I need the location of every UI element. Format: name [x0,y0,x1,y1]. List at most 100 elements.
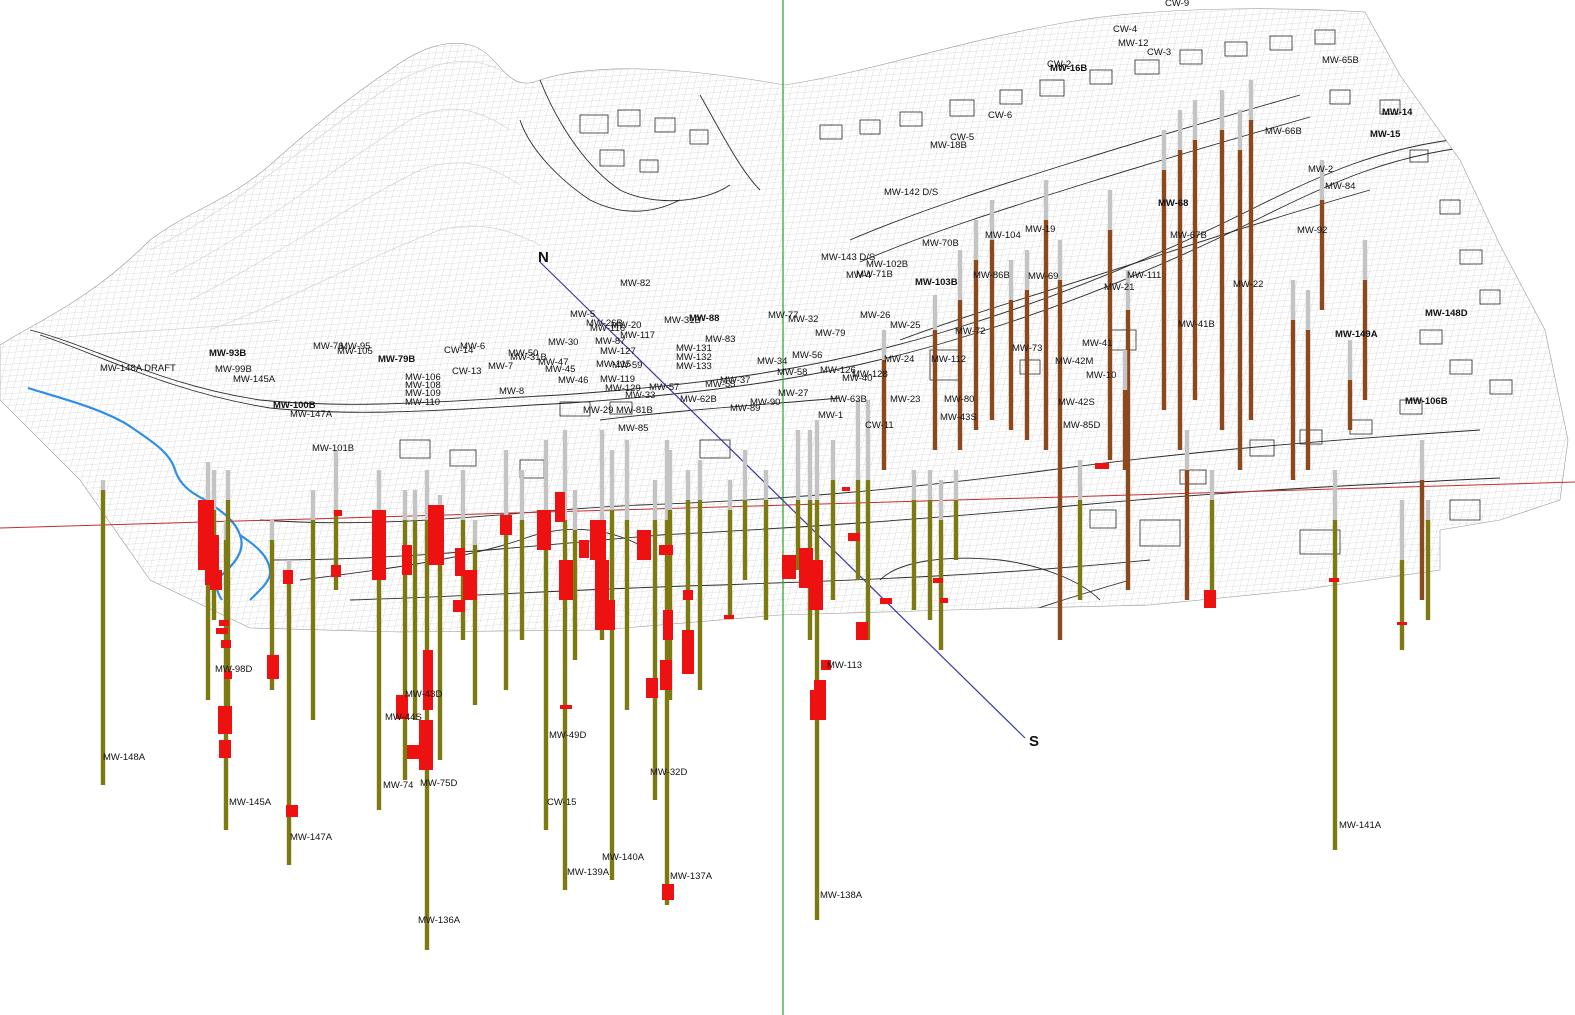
borehole-screen [865,480,871,640]
borehole-screen [989,240,995,420]
borehole [1332,470,1338,850]
borehole [543,440,549,830]
building-footprints [399,29,1513,555]
well-label: MW-82 [620,278,650,289]
well-label: MW-47 [538,357,568,368]
borehole-screen [609,510,615,880]
borehole-screen [957,300,963,450]
sample-interval [940,598,948,603]
borehole-casing [1107,190,1113,230]
well-label: MW-25 [890,320,920,331]
borehole [376,470,382,810]
sample-interval [1204,590,1216,608]
borehole-screen [1077,500,1083,600]
borehole-casing [1024,250,1030,290]
borehole-screen [795,500,801,570]
well-label: MW-98D [215,664,252,675]
sample-interval [283,570,293,584]
sample-interval [660,660,672,690]
well-label: MW-95 [340,341,370,352]
well-label: MW-147A [290,832,333,843]
sample-interval [809,560,823,610]
well-label: MW-7 [488,361,513,372]
borehole-casing [830,440,836,480]
borehole [814,420,820,920]
sample-interval [219,620,229,626]
borehole [742,450,748,580]
borehole [1184,430,1190,600]
well-label: MW-29 [583,405,613,416]
borehole-casing [1362,240,1368,280]
well-label: MW-84 [1325,181,1355,192]
borehole-casing [932,295,938,330]
well-label: MW-14 [1382,107,1413,118]
borehole-screen [1177,150,1183,450]
borehole-casing [1077,460,1083,500]
south-label: S [1029,733,1039,750]
borehole-casing [1219,90,1225,130]
borehole-casing [881,330,887,360]
borehole-casing [664,440,670,520]
sample-interval [559,560,573,600]
borehole-casing [1161,130,1167,170]
borehole-casing [572,490,578,530]
terrain-mesh [0,8,1569,633]
sample-interval [659,545,673,555]
well-label: MW-21 [1104,282,1134,293]
borehole-screen [763,500,769,620]
well-label: MW-85D [1063,420,1100,431]
well-label: MW-113 [827,660,862,671]
well-label: MW-31B [664,315,701,326]
well-label: MW-8 [499,386,524,397]
well-label: MW-22 [1233,279,1263,290]
borehole-casing [205,462,211,505]
borehole-casing [460,470,466,520]
well-label: MW-57 [649,382,679,393]
borehole-screen [437,520,443,760]
borehole [1319,160,1325,310]
well-label: MW-106B [1405,396,1448,407]
borehole [953,470,959,560]
borehole [932,295,938,450]
well-label: CW-11 [865,420,894,431]
well-label: MW-108 [405,380,441,391]
well-label: MW-5 [570,309,595,320]
well-label: MW-79B [378,354,415,365]
well-label: MW-45 [545,364,575,375]
well-label: MW-85 [618,423,648,434]
borehole [472,520,478,705]
sample-interval [782,555,796,579]
borehole [1399,500,1405,650]
borehole-screen [1305,330,1311,470]
borehole-casing [957,250,963,300]
borehole [1043,180,1049,450]
borehole-screen [1399,560,1405,650]
well-label: MW-42M [1055,356,1093,367]
borehole-casing [911,470,917,500]
borehole-screen [402,520,408,780]
borehole-screen [1419,480,1425,600]
sample-interval [1329,578,1339,582]
borehole [624,440,630,710]
borehole-casing [472,520,478,545]
borehole [1177,110,1183,450]
borehole [205,462,211,700]
well-labels: CW-9CW-4MW-12CW-3MW-65BCW-2MW-16BMW-66BM… [100,0,1468,926]
borehole-casing [973,220,979,260]
borehole [727,480,733,615]
borehole-screen [1290,320,1296,480]
borehole [1425,500,1431,620]
well-label: MW-81B [616,405,653,416]
well-label: MW-4 [846,270,871,281]
borehole-screen [376,510,382,810]
borehole [1209,470,1215,600]
well-label: MW-148A [103,752,146,763]
well-label: MW-73 [1012,343,1042,354]
well-label: MW-41 [1082,338,1112,349]
borehole-screen [1237,150,1243,470]
well-label: MW-42S [1058,397,1095,408]
borehole-casing [333,450,339,510]
sample-interval [842,487,850,491]
well-label: MW-2 [1308,164,1333,175]
